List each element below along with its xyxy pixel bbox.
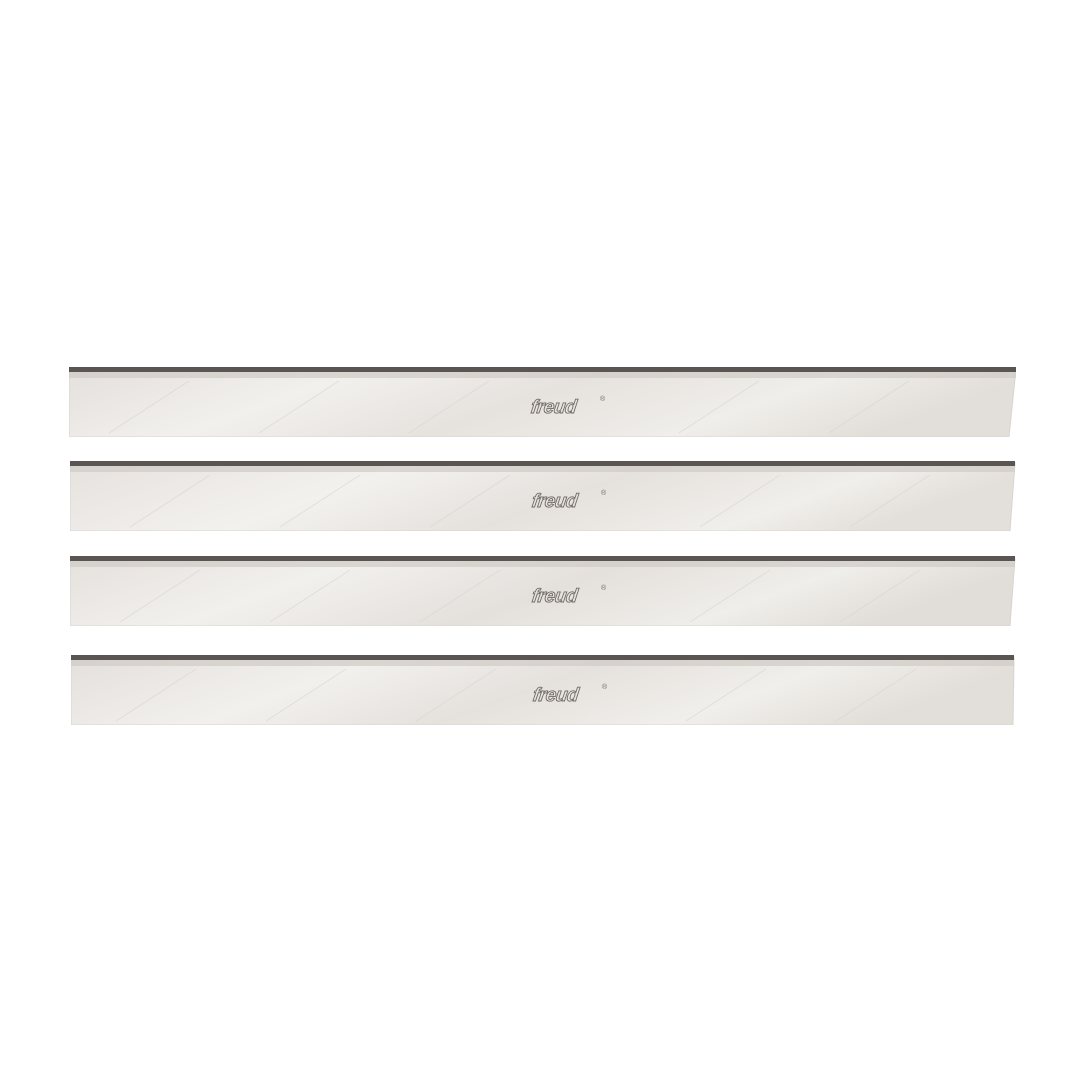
planer-blade-1: freud ® [69,367,1016,437]
freud-logo: freud [530,491,579,513]
freud-logo: freud [531,685,580,707]
registered-mark: ® [601,585,607,592]
planer-blade-4: freud ® [71,655,1018,725]
blade-shape [71,655,1015,725]
freud-logo: freud [529,397,578,419]
planer-blade-2: freud ® [70,461,1017,531]
registered-mark: ® [600,396,606,403]
freud-logo: freud [530,586,579,608]
registered-mark: ® [601,490,607,497]
blade-shape [70,556,1016,626]
blade-shape [69,367,1016,437]
registered-mark: ® [602,684,608,691]
planer-blade-3: freud ® [70,556,1017,626]
blade-shape [70,461,1016,531]
